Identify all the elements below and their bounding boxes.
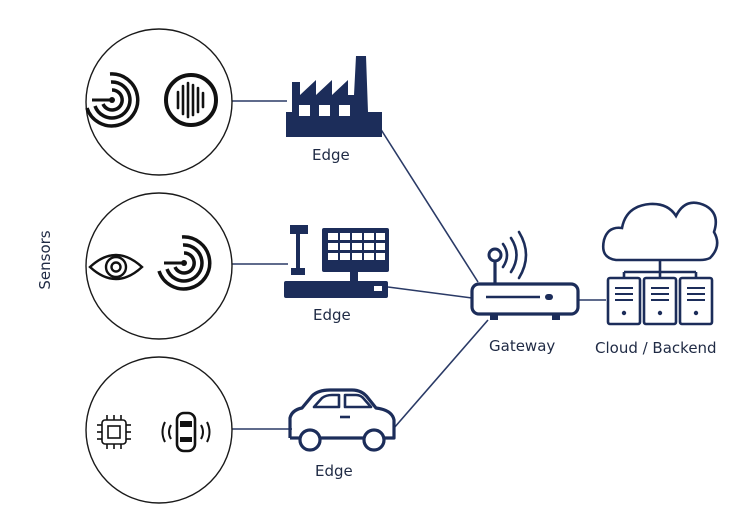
edge-label-pos: Edge [313, 306, 351, 324]
connection-lines [232, 100, 606, 430]
sensor-circle-3 [85, 356, 233, 504]
line-car-gateway [393, 319, 489, 429]
sensor-circle-1 [85, 28, 233, 176]
router-icon [470, 230, 580, 320]
vibration-sensor-icon [164, 73, 218, 127]
sensors-label: Sensors [36, 230, 54, 290]
radar-sensor-icon [157, 235, 212, 291]
edge-label-car: Edge [315, 462, 353, 480]
car-proximity-icon [161, 411, 211, 453]
line-factory-gateway [379, 127, 479, 283]
factory-icon [286, 56, 382, 137]
sensor-circle-2 [85, 192, 233, 340]
gateway-label: Gateway [489, 337, 556, 355]
cloud-servers-icon [601, 201, 719, 326]
cloud-backend-label: Cloud / Backend [595, 339, 717, 357]
line-pos-gateway [387, 286, 473, 299]
chip-icon [97, 415, 131, 449]
pos-terminal-icon [284, 225, 389, 298]
radar-sensor-icon [85, 72, 140, 128]
car-icon [288, 388, 396, 452]
eye-sensor-icon [88, 253, 144, 281]
edge-label-factory: Edge [312, 146, 350, 164]
